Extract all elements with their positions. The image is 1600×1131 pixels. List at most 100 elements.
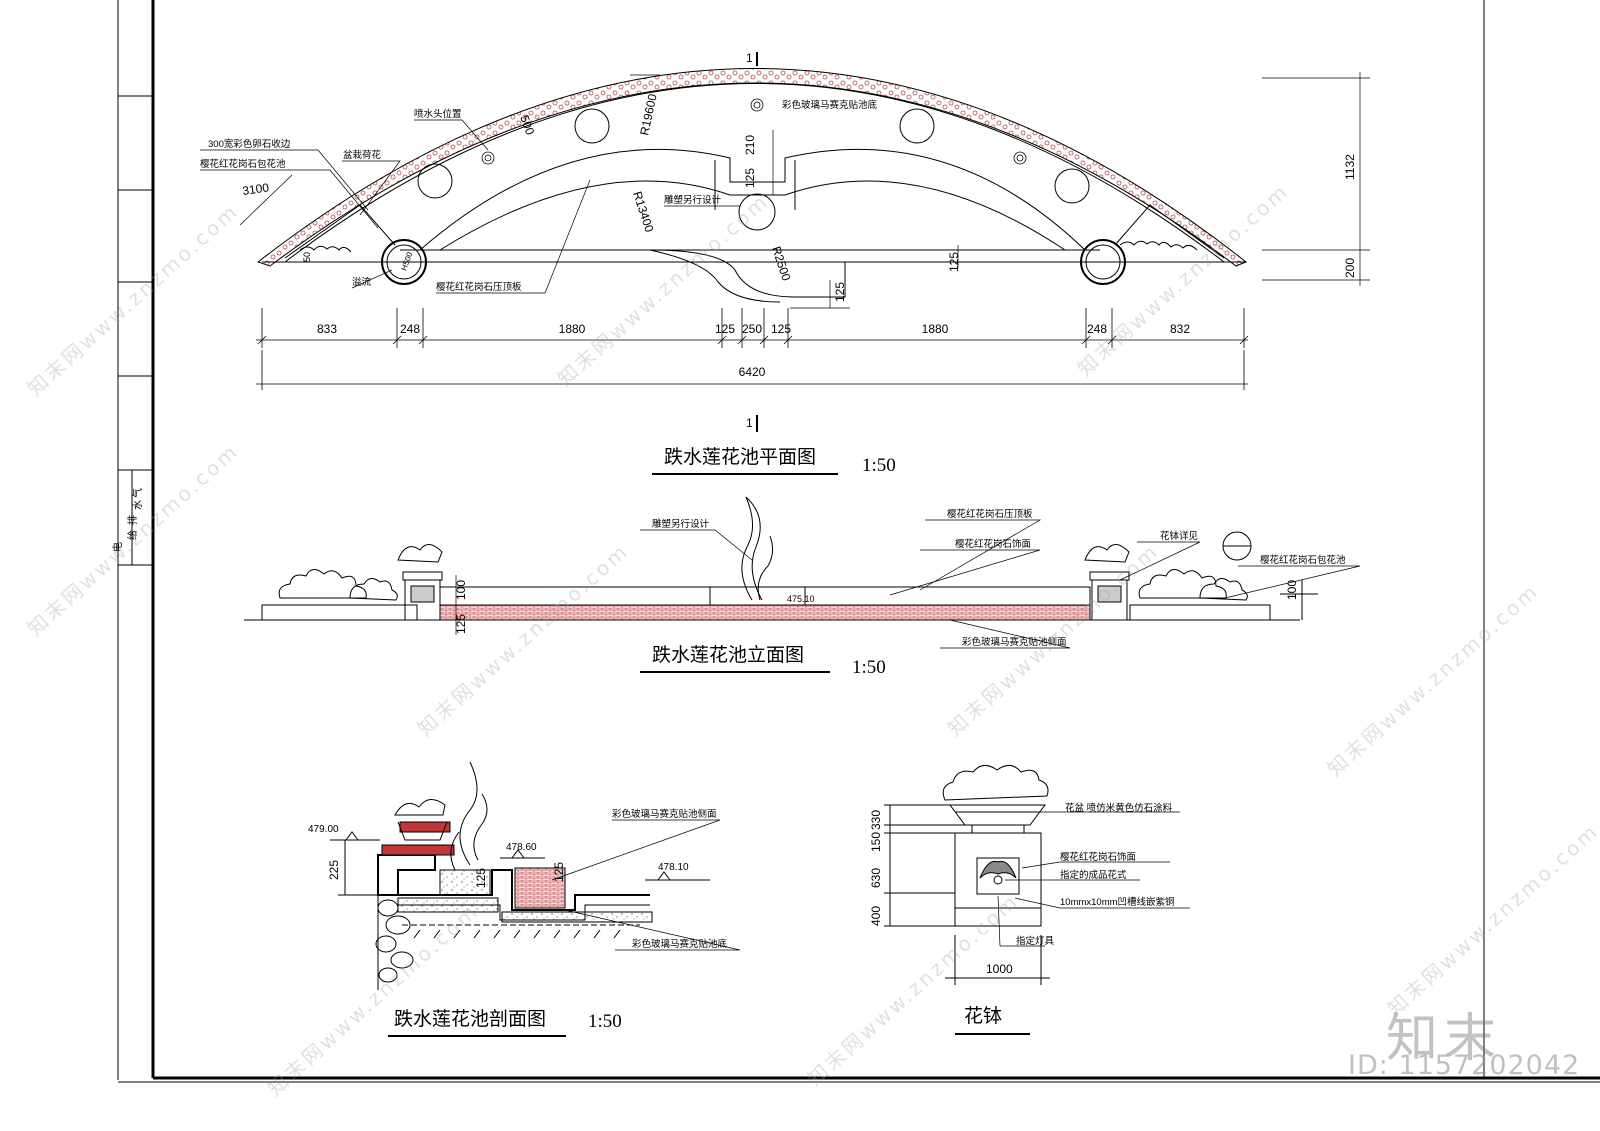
- elevation-view: [244, 496, 1318, 621]
- pool-inner-arc: [419, 148, 1086, 251]
- shrub-right: [1138, 569, 1227, 599]
- pool-wall: [439, 586, 1091, 606]
- pool-outer-arc: [284, 83, 1225, 263]
- dim-500: 500: [517, 113, 537, 137]
- dim-seg-3: 1880: [559, 322, 586, 336]
- pebble-band: [256, 68, 1247, 267]
- planting-left: [284, 204, 396, 259]
- pot-note-pattern: 指定的成品花式: [1060, 869, 1127, 881]
- opening-1: [574, 108, 610, 144]
- plan-view: H500: [256, 52, 1247, 432]
- pot-note-pot: 花盆 喷仿米黄色仿石涂料: [1065, 802, 1173, 814]
- dim-total: 6420: [739, 365, 766, 379]
- section-dim-125b: 125: [552, 862, 566, 882]
- dim-210: 210: [743, 135, 757, 155]
- section-mosaic: [514, 867, 566, 909]
- pot-note-groove: 10mmx10mm凹槽线嵌紫铜: [1060, 896, 1175, 908]
- note-nozzle: 喷水头位置: [414, 108, 462, 120]
- pot-bowl: [949, 804, 1046, 826]
- level-marker-3: [645, 871, 710, 881]
- elev-dim-100-right: 100: [1285, 580, 1299, 600]
- dimension-slash: [418, 335, 428, 345]
- pool-lower-arc: [439, 180, 1066, 251]
- pot-dim-400: 400: [869, 906, 883, 926]
- section-note-mosaic-bottom: 彩色玻璃马赛克贴池底: [632, 938, 728, 950]
- dim-125-right: 125: [947, 252, 961, 272]
- level-marker-2: [500, 849, 545, 859]
- dim-height-base: 200: [1343, 258, 1357, 278]
- section-mark-bottom: 1: [746, 416, 753, 430]
- section-dim-125a: 125: [474, 868, 488, 888]
- dim-125-bottom: 125: [833, 282, 847, 302]
- pillar-left: [381, 239, 427, 285]
- note-mosaic-bottom: 彩色玻璃马赛克贴池底: [782, 99, 878, 111]
- pot-width: 1000: [986, 962, 1013, 976]
- shrub-left: [278, 569, 367, 599]
- fountain-plume: [741, 496, 763, 601]
- section-mark-top: 1: [746, 51, 753, 65]
- pot-dim-330: 330: [869, 810, 883, 830]
- dim-seg-8: 248: [1087, 322, 1107, 336]
- pot-pedestal: [954, 832, 1042, 927]
- tb-char-2: 气: [131, 488, 144, 498]
- dim-seg-7: 1880: [922, 322, 949, 336]
- elevation-text: 雕塑另行设计 樱花红花岗石压顶板 樱花红花岗石饰面 花钵详见 樱花红花岗石包花池…: [454, 508, 1346, 648]
- dim-seg-4: 125: [715, 322, 735, 336]
- dim-r1: R19600: [637, 92, 660, 136]
- tb-char-5: 水: [132, 500, 144, 510]
- note-sculpture: 雕塑另行设计: [664, 194, 722, 206]
- dim-seg-9: 832: [1170, 322, 1190, 336]
- opening-2: [417, 163, 453, 199]
- pillar-right: [1080, 239, 1126, 285]
- pattern-ornament: [979, 860, 1017, 885]
- dim-50: 50: [302, 252, 312, 262]
- section-leaders: [551, 819, 741, 951]
- note-flowers: 盆栽荷花: [343, 149, 382, 161]
- elev-dim-125-left: 125: [454, 614, 468, 634]
- pillar-label: H500: [399, 250, 414, 272]
- watermark-id: ID: 1157202042: [1348, 1050, 1581, 1081]
- opening-4: [899, 108, 935, 144]
- dim-height-total: 1132: [1343, 154, 1357, 180]
- pot-dim-630: 630: [869, 868, 883, 888]
- pot-plant: [942, 765, 1049, 801]
- dimension-slash: [1081, 335, 1091, 345]
- dim-seg-2: 248: [400, 322, 420, 336]
- pot-dim-150: 150: [869, 832, 883, 852]
- elev-dim-100-left: 100: [454, 580, 468, 600]
- section-view: [330, 761, 710, 990]
- note-elev-sculpture: 雕塑另行设计: [652, 518, 710, 530]
- elevation-scale: 1:50: [852, 657, 886, 678]
- dimension-slash: [257, 335, 267, 345]
- section-level-2: 478.60: [506, 842, 537, 853]
- section-dim-225: 225: [327, 860, 341, 880]
- dimension-slash: [783, 335, 793, 345]
- pot-title: 花钵: [964, 1005, 1002, 1027]
- plan-leaders: [200, 72, 1370, 309]
- section-wall: [377, 854, 436, 896]
- drawing-frame: [117, 0, 1600, 1083]
- dim-seg-6: 125: [771, 322, 791, 336]
- note-elev-granite-wrap: 樱花红花岗石包花池: [1260, 554, 1346, 566]
- elev-level: 475.10: [787, 594, 815, 604]
- tb-char-3: 给: [126, 530, 139, 540]
- plan-scale: 1:50: [862, 455, 896, 476]
- section-level-1: 479.00: [308, 824, 339, 835]
- pot-view: [884, 765, 1050, 985]
- elevation-leaders: [440, 519, 1361, 649]
- note-pebble: 300宽彩色卵石收边: [208, 138, 291, 150]
- pot-text: 花盆 喷仿米黄色仿石涂料 樱花红花岗石饰面 指定的成品花式 10mmx10mm凹…: [869, 802, 1175, 976]
- note-elev-cap: 樱花红花岗石压顶板: [947, 508, 1033, 520]
- plan-dimension-text: 833 248 1880 125 250 125 1880 248 832 64…: [317, 322, 1190, 379]
- dimension-slash: [1107, 335, 1117, 345]
- dim-seg-5: 250: [742, 322, 762, 336]
- level-marker-1: [330, 831, 380, 841]
- note-elev-pot-ref: 花钵详见: [1160, 530, 1198, 542]
- plan-text: 1 1 300宽彩色卵石收边 樱花红花岗石包花池 喷水头位置 盆栽荷花 彩色玻璃…: [200, 51, 1357, 430]
- dim-seg-1: 833: [317, 322, 337, 336]
- section-text: 479.00 478.60 478.10 225 125 125 彩色玻璃马赛克…: [308, 808, 728, 950]
- dimension-slash: [1239, 335, 1249, 345]
- nozzle-icon: [481, 98, 1027, 165]
- title-block-labels: 电 气 给 排 水: [111, 488, 144, 552]
